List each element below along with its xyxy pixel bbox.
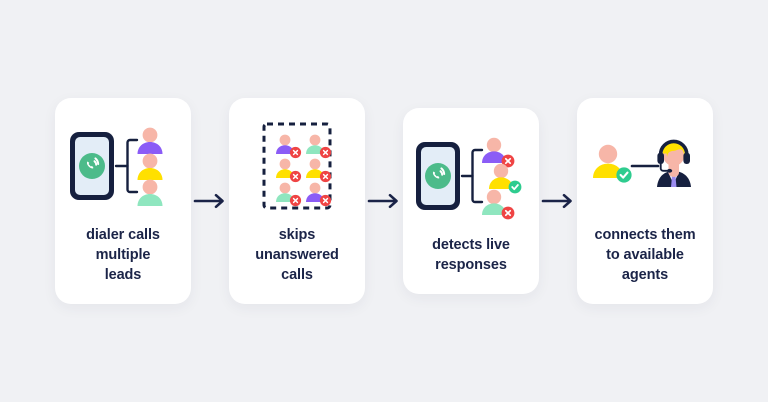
avatar-yellow bbox=[137, 154, 163, 181]
phone-detect-live-response-icon bbox=[412, 124, 530, 228]
avatar-purple bbox=[137, 128, 163, 155]
arrow-step-1-to-2 bbox=[191, 193, 229, 209]
phone-calling-multiple-leads-icon bbox=[64, 114, 182, 218]
avatar-purple-error bbox=[482, 138, 515, 168]
process-flow: dialer calls multiple leads bbox=[55, 98, 713, 304]
arrow-step-3-to-4 bbox=[539, 193, 577, 209]
lead-connected-to-agent-icon bbox=[586, 114, 704, 218]
step-card-4: connects them to available agents bbox=[577, 98, 713, 304]
arrow-step-2-to-3 bbox=[365, 193, 403, 209]
step-card-3: detects live responses bbox=[403, 108, 539, 294]
unanswered-leads-grid-icon bbox=[238, 114, 356, 218]
avatar-green bbox=[137, 180, 163, 207]
avatar-yellow-connected bbox=[593, 145, 632, 184]
avatar-green-error bbox=[482, 190, 515, 220]
step-caption-3: detects live responses bbox=[432, 237, 510, 273]
step-card-2: skips unanswered calls bbox=[229, 98, 365, 304]
step-caption-4: connects them to available agents bbox=[594, 227, 696, 283]
step-caption-1: dialer calls multiple leads bbox=[86, 227, 160, 283]
step-caption-2: skips unanswered calls bbox=[255, 227, 339, 283]
avatar-yellow-success bbox=[489, 164, 522, 194]
agent-with-headset bbox=[657, 140, 691, 188]
step-card-1: dialer calls multiple leads bbox=[55, 98, 191, 304]
